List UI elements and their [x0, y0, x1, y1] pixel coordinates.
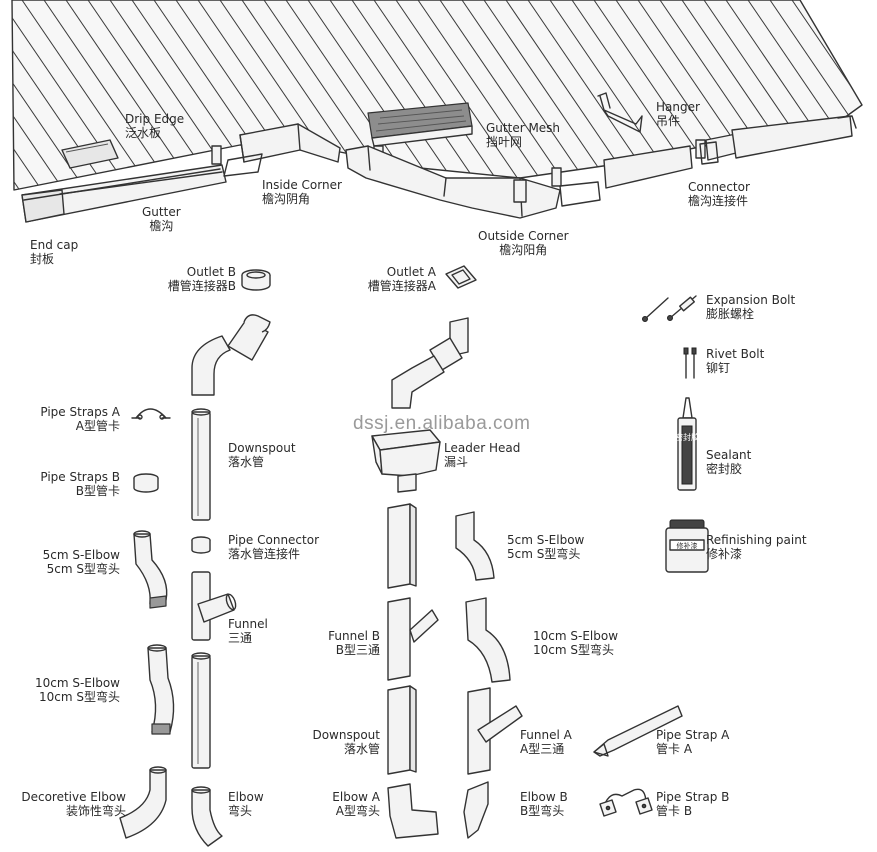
elbow-b-icon	[463, 781, 489, 839]
pipe-connector-icon	[191, 536, 211, 554]
drip-edge-icon	[61, 139, 119, 169]
roof-rib	[747, 0, 862, 190]
round-s-elbow-5-icon	[133, 530, 168, 609]
refinishing-paint-icon: 修补漆	[665, 519, 709, 573]
elbow-a-icon	[387, 783, 439, 839]
round-downspout-icon	[191, 408, 211, 521]
square-downspout-icon	[387, 503, 417, 589]
sealant-icon: 密封胶	[675, 397, 699, 491]
gutter-mesh-icon	[367, 102, 473, 147]
round-s-elbow-10-icon	[147, 644, 175, 735]
round-downspout-lower-icon	[191, 652, 211, 769]
sealant-tube-text: 密封胶	[675, 432, 699, 442]
roof-rib	[12, 0, 41, 190]
leader-head-icon	[371, 429, 441, 493]
square-s-elbow-10-icon	[465, 597, 511, 683]
pipe-strap-a-icon	[593, 705, 683, 757]
roof-rib	[791, 0, 862, 190]
connector-icon	[603, 115, 857, 189]
decorative-elbow-icon	[119, 766, 167, 839]
roof-rib	[769, 0, 862, 190]
square-elbow-top-icon	[391, 317, 469, 409]
paint-can-text: 修补漆	[677, 541, 698, 550]
round-elbow-bottom-icon	[191, 786, 223, 847]
outside-corner-icon	[345, 145, 601, 219]
funnel-a-icon	[467, 687, 523, 775]
round-elbow-top-icon	[191, 314, 271, 396]
outlet-b-icon	[241, 269, 271, 291]
outlet-a-icon	[445, 265, 477, 289]
roof-rib	[12, 0, 63, 190]
roof-rib	[857, 0, 862, 190]
watermark: dssj.en.alibaba.com	[353, 413, 531, 434]
square-downspout-lower-icon	[387, 685, 417, 775]
funnel-b-icon	[387, 597, 439, 681]
pipe-straps-a-icon	[131, 408, 171, 420]
pipe-strap-b-icon	[599, 788, 653, 817]
expansion-bolt-icon	[642, 295, 697, 322]
hanger-icon	[597, 92, 643, 133]
square-s-elbow-5-icon	[455, 511, 495, 581]
gutter-run	[21, 164, 227, 223]
round-funnel-icon	[191, 571, 237, 641]
pipe-straps-b-icon	[133, 473, 159, 493]
rivet-bolt-icon	[683, 347, 697, 379]
inside-corner-icon	[223, 123, 341, 177]
